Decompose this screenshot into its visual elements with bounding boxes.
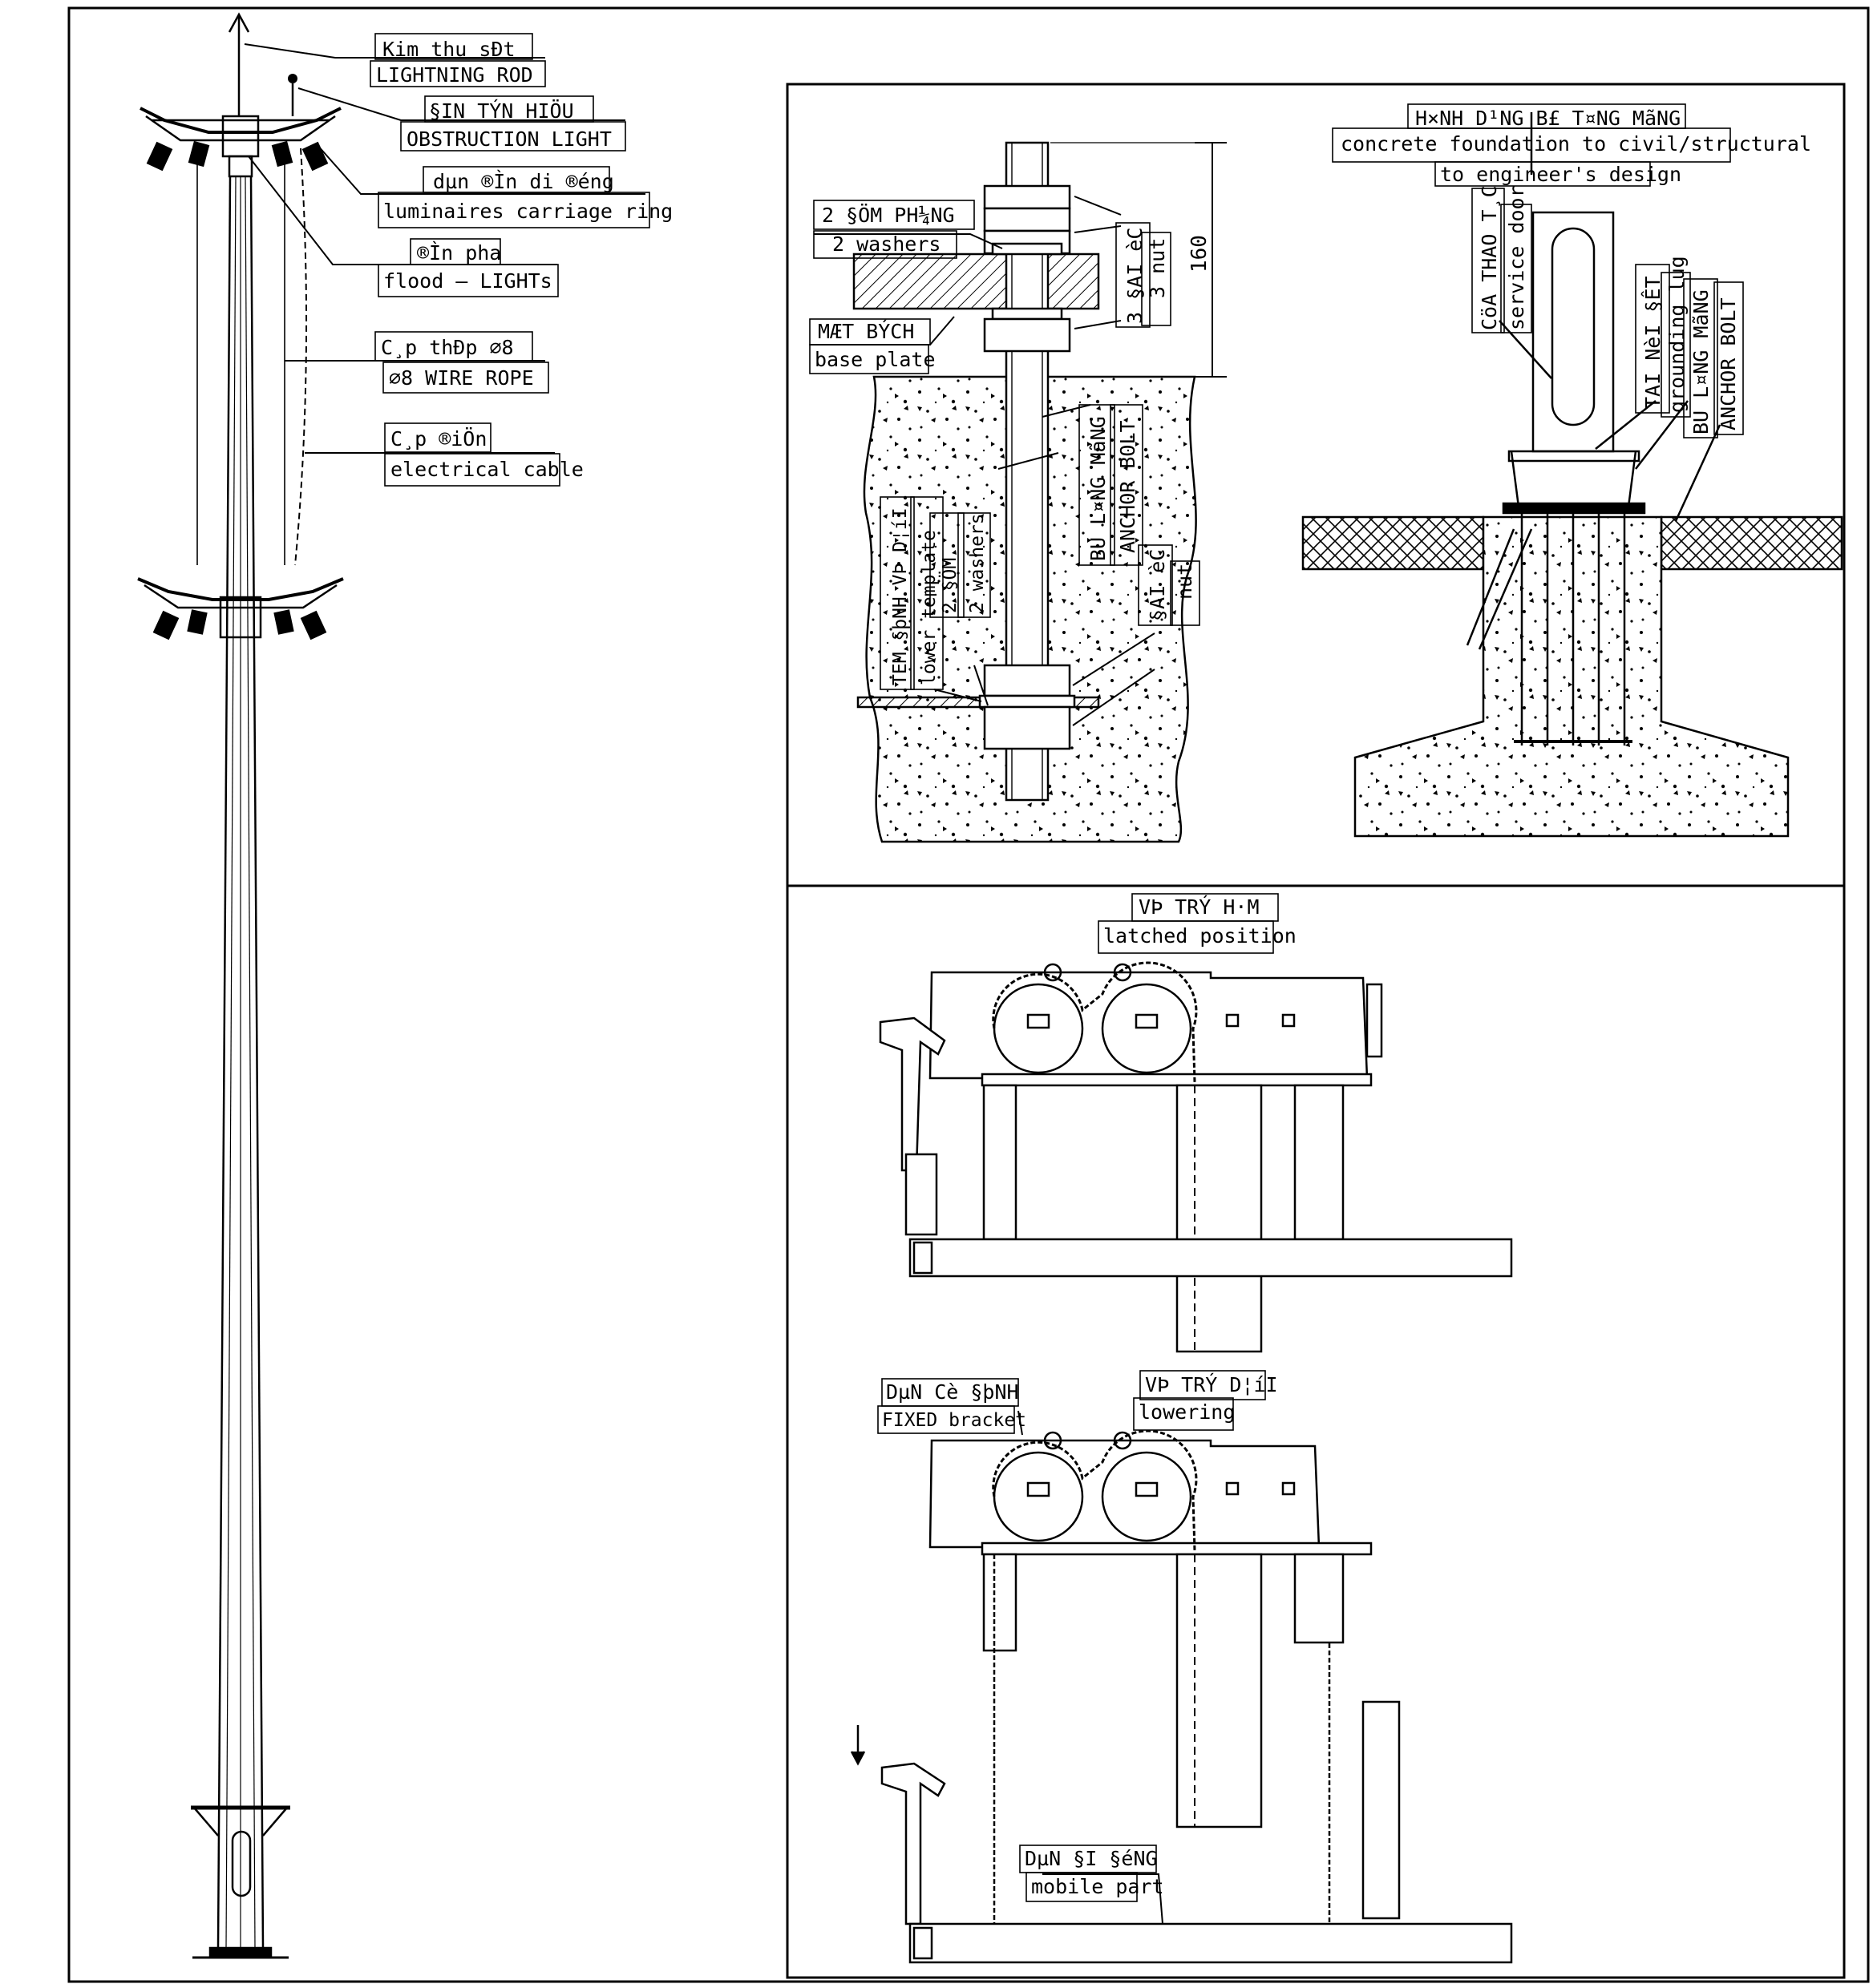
foundation-title-line2: to engineer's design — [1440, 163, 1681, 186]
base-plate-label: base plate — [815, 348, 936, 371]
flood-lights-label: flood — LIGHTs — [383, 269, 552, 293]
grounding-lug-label: grounding lug — [1665, 256, 1689, 413]
pole-elevation — [137, 12, 344, 1959]
flood-vn-label: ®Ìn pha — [417, 241, 501, 265]
latched-position-label: latched position — [1103, 924, 1297, 948]
washers2-vn-label: 2 §ÖM — [938, 558, 961, 613]
foundation-label-boxes — [1332, 103, 1744, 438]
grounding-lug-vn-label: TAI NèI §ÊT — [1641, 276, 1665, 409]
wire-rope-label: ∅8 WIRE ROPE — [389, 366, 534, 390]
service-door-vn-label: CöA THAO T¸C — [1478, 185, 1501, 330]
wire-rope-vn-label: C¸p thÐp ∅8 — [381, 336, 514, 359]
latched-mechanism — [879, 961, 1513, 1353]
latched-vn-label: VÞ TRÝ H·M — [1139, 895, 1260, 919]
obstruction-vn-label: §IN TÝN HIÖU — [429, 99, 574, 123]
foundation-bolt-label: ANCHOR BOLT — [1717, 297, 1740, 430]
pole-label-boxes — [370, 33, 650, 487]
pole-labels: Kim thu sÐt LIGHTNING ROD §IN TÝN HIÖU O… — [376, 38, 673, 481]
lowering-label: lowering — [1139, 1400, 1235, 1424]
latch-leaders — [1017, 1410, 1163, 1925]
service-door-label: service door — [1505, 185, 1528, 330]
fixed-bracket-vn-label: DµN Cè §þNH — [886, 1380, 1019, 1404]
electrical-cable-label: electrical cable — [390, 458, 584, 481]
foundation-detail — [1301, 112, 1843, 838]
dimension-160: 160 — [1187, 235, 1212, 273]
foundation-labels: H×NH D¹NG B£ T¤NG MãNG concrete foundati… — [1341, 107, 1811, 434]
three-nut-vn-label: 3 §AI èC — [1123, 228, 1147, 324]
detail-frame — [786, 83, 1846, 1979]
baseplate-vn-label: MÆT BÝCH — [818, 320, 914, 343]
anchor-labels: 2 §ÖM PH¼NG 2 washers MÆT BÝCH base plat… — [815, 204, 1212, 685]
foundation-title-vn: H×NH D¹NG B£ T¤NG MãNG — [1415, 107, 1681, 130]
three-nut-label: 3 nut — [1146, 238, 1169, 298]
latch-labels: VÞ TRÝ H·M latched position DµN Cè §þNH … — [882, 895, 1297, 1898]
washers-vn-label: 2 §ÖM PH¼NG — [822, 204, 955, 227]
mobile-part-label: mobile part — [1031, 1875, 1164, 1898]
fixed-bracket-label: FIXED bracket — [882, 1410, 1026, 1431]
template-vn-label: TEM §þNH VÞ D¦íI — [890, 507, 911, 685]
foundation-title-line1: concrete foundation to civil/structural — [1341, 132, 1811, 156]
nut-vn-label: §AI èC — [1146, 549, 1169, 621]
nut-label: nut — [1173, 564, 1196, 600]
obstruction-light-label: OBSTRUCTION LIGHT — [407, 127, 612, 151]
anchor-bolt-detail — [852, 141, 1227, 843]
lowering-mechanism — [850, 1429, 1513, 1964]
anchor-bolt-label: ANCHOR BOLT — [1116, 420, 1139, 553]
foundation-bolt-vn-label: BU L¤NG MãNG — [1689, 289, 1713, 434]
lightning-rod-label: LIGHTNING ROD — [376, 63, 533, 87]
anchor-bolt-vn-label: BU L¤NG MãNG — [1086, 416, 1110, 561]
carriage-ring-label: luminaires carriage ring — [383, 200, 673, 223]
lower-template-label: lower template — [919, 530, 940, 685]
latch-label-boxes — [877, 893, 1279, 1902]
mobile-part-vn-label: DµN §I §éNG — [1025, 1847, 1158, 1870]
carriage-vn-label: dµn ®Ìn di ®éng — [433, 170, 614, 193]
lowering-vn-label: VÞ TRÝ D¦íI — [1145, 1373, 1278, 1396]
washers-label: 2 washers — [832, 232, 941, 256]
cable-vn-label: C¸p ®iÖn — [390, 427, 487, 451]
washers2-label: 2 washers — [967, 513, 988, 613]
lightning-rod-vn-label: Kim thu sÐt — [382, 38, 516, 61]
anchor-label-boxes — [809, 200, 1200, 690]
sheet-border — [67, 6, 1870, 1983]
